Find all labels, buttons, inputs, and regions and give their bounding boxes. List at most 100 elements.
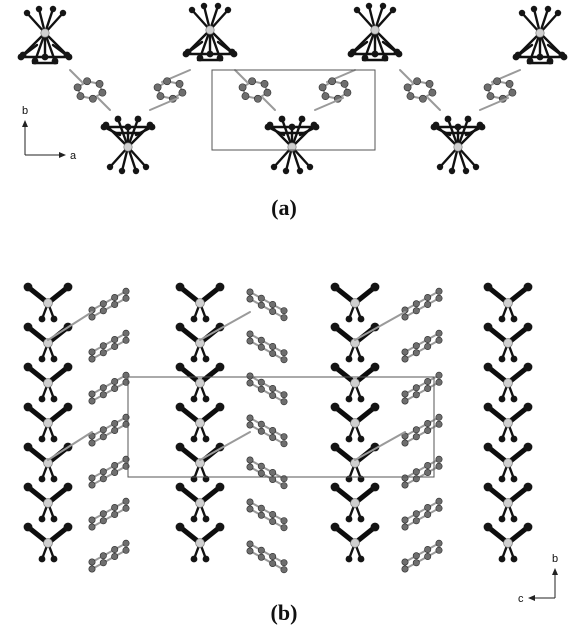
bond [404,542,440,563]
atom [111,504,119,512]
atom [88,523,96,531]
metal-atom [503,298,513,308]
atom [412,307,420,315]
atom [406,92,415,101]
atom [88,565,96,573]
atom [269,517,277,525]
atom [99,475,107,483]
bond [456,117,470,149]
metal-unit [175,362,225,403]
atom [134,115,142,123]
metal-cluster [182,2,238,62]
bond [186,28,212,54]
atom [132,167,140,175]
atom [257,378,265,386]
atom [111,294,119,302]
atom [462,167,470,175]
atom [280,440,288,448]
ring-pair [401,455,443,489]
atom [357,555,365,563]
atom [269,349,277,357]
atom [246,505,254,513]
atom [345,555,353,563]
bond [479,97,509,111]
atom [50,475,58,483]
ring-pair [88,287,130,321]
bond [91,374,127,395]
metal-atom [503,538,513,548]
panel-a-axis-b-label: b [22,105,28,117]
bond [249,466,285,487]
atom [435,413,443,421]
atom [418,94,427,103]
atom [498,475,506,483]
atom [95,79,104,88]
atom [99,349,107,357]
atom [98,88,107,97]
atom [523,482,533,492]
atom [63,362,73,372]
atom [280,391,288,399]
atom [413,77,422,86]
atom [73,83,82,92]
atom [269,468,277,476]
atom [371,50,379,58]
atom [99,559,107,567]
atom [111,462,119,470]
bond [373,28,387,60]
atom [23,522,33,532]
bond [404,290,440,311]
atom [35,5,43,13]
atom [435,378,443,386]
metal-atom [350,458,360,468]
atom [370,482,380,492]
metal-atom [43,538,53,548]
atom [202,315,210,323]
ring-pair [246,330,288,364]
atom [435,294,443,302]
atom [257,462,265,470]
atom [215,482,225,492]
atom [99,300,107,308]
atom [23,362,33,372]
bond [208,28,234,54]
atom [395,50,403,58]
atom [401,355,409,363]
atom [215,282,225,292]
bond [404,416,440,437]
bond [404,297,440,318]
bond [516,31,542,57]
metal-atom [195,418,205,428]
atom [412,300,420,308]
atom [246,456,254,464]
atom [99,552,107,560]
atom [111,378,119,386]
atom [510,475,518,483]
atom [257,469,265,477]
arrow-right-icon [59,152,66,158]
atom [424,294,432,302]
atom [428,88,437,97]
atom [365,2,373,10]
bond [91,381,127,402]
atom [296,167,304,175]
atom [65,53,73,61]
atom [122,294,130,302]
atom [190,395,198,403]
bond [91,297,127,318]
metal-atom [535,28,545,38]
metal-atom [503,458,513,468]
atom [175,442,185,452]
atom [23,402,33,412]
atom [122,336,130,344]
atom [257,553,265,561]
atom [190,315,198,323]
metal-cluster [17,5,73,65]
atom [260,79,269,88]
atom [280,517,288,525]
panel-a-axis-indicator: b a [22,105,77,162]
atom [269,342,277,350]
atom [200,2,208,10]
atom [111,427,119,435]
atom [381,54,389,62]
